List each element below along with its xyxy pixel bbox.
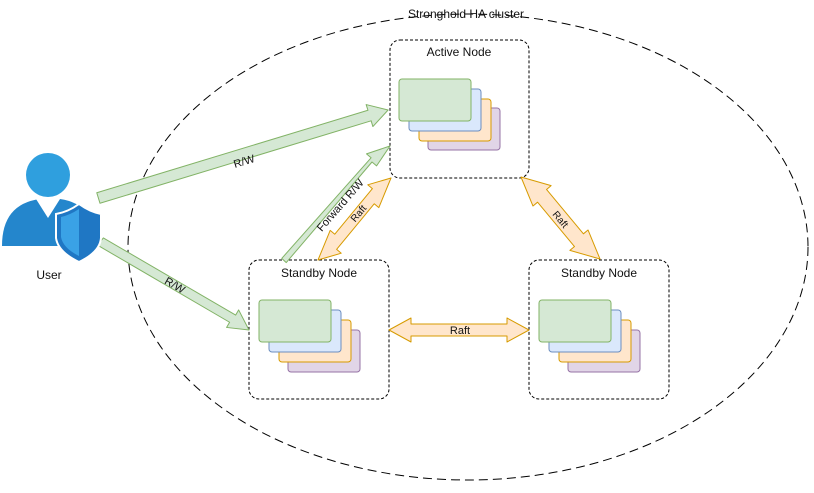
standby-node-left[interactable]: Standby Node (248, 259, 390, 400)
raft-arrow-active-standby-right (520, 176, 601, 260)
active-node[interactable]: Active Node (389, 39, 530, 179)
forward-arrow-standby-to-active (281, 145, 391, 264)
cluster-title: Stronghold HA cluster (408, 7, 524, 21)
raft-arrow-standby-standby (388, 317, 530, 343)
standby-node-right-label: Standby Node (561, 266, 637, 280)
rw-arrow-user-to-standby (96, 237, 250, 331)
standby-node-left-label: Standby Node (281, 266, 357, 280)
active-node-card-stack (398, 78, 501, 151)
user-shield-icon[interactable] (2, 153, 102, 264)
user-label: User (36, 268, 61, 282)
cluster-boundary (127, 13, 809, 481)
standby-node-right[interactable]: Standby Node (528, 259, 670, 400)
active-node-label: Active Node (427, 45, 492, 59)
raft-arrow-active-standby-left (317, 177, 392, 261)
shield-highlight (61, 209, 79, 256)
rw-arrow-user-to-active (96, 104, 389, 204)
label-raft-bottom: Raft (450, 325, 470, 337)
standby-node-left-card-stack (258, 299, 361, 373)
user-collar (36, 199, 60, 218)
user-head (26, 153, 70, 197)
standby-node-right-card-stack (538, 299, 641, 373)
